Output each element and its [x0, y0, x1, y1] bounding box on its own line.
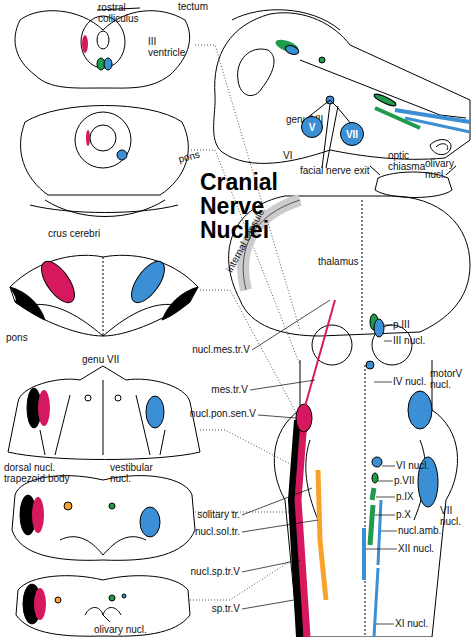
anatomy-label: nucl.mes.tr.V	[160, 344, 250, 355]
anatomy-label: p.VII	[394, 475, 434, 486]
anatomy-label: optic chiasma	[388, 150, 436, 172]
anatomy-label: thalamus	[318, 256, 378, 267]
nucleus-label: V	[301, 122, 323, 133]
anatomy-label: dorsal nucl. trapezoid body	[4, 462, 84, 484]
anatomy-label: olivary nucl.	[94, 624, 174, 635]
anatomy-label: nucl.pon.sen.V	[166, 408, 256, 419]
anatomy-label: pons	[177, 146, 209, 164]
anatomy-label: crus cerebri	[48, 228, 128, 239]
anatomy-label: III nucl.	[393, 335, 443, 346]
anatomy-label: III ventricle	[148, 36, 190, 58]
nucleus-fill	[302, 117, 323, 138]
anatomy-label: p.III	[393, 319, 433, 330]
anatomy-label: facial nerve exit	[300, 165, 390, 176]
anatomy-label: VII nucl.	[440, 505, 474, 527]
anatomy-label: mes.tr.V	[178, 384, 248, 395]
anatomy-label: pons	[6, 332, 36, 343]
nucleus-circle: VII	[340, 122, 364, 146]
anatomy-label: olivary nucl.	[425, 158, 470, 180]
anatomy-label: VI nucl.	[396, 460, 446, 471]
anatomy-label: p.IX	[396, 491, 436, 502]
nucleus-fill	[341, 123, 364, 146]
nucleus-label: VII	[340, 129, 364, 140]
anatomy-label: p.X	[396, 509, 436, 520]
anatomy-label: XII nucl.	[398, 543, 458, 554]
anatomy-label: VI	[283, 150, 303, 161]
anatomy-label: nucl.amb.	[398, 525, 458, 536]
anatomy-label: solitary tr.	[160, 509, 240, 520]
anatomy-label: genu VII	[82, 354, 132, 365]
anatomy-label: nucl.sp.tr.V	[160, 566, 240, 577]
anatomy-label: tectum	[178, 1, 218, 12]
anatomy-label: vestibular nucl.	[110, 462, 170, 484]
anatomy-label: rostral colliculus	[98, 2, 158, 24]
anatomy-label: nucl.sol.tr.	[160, 526, 240, 537]
nucleus-circle: V	[301, 116, 323, 138]
anatomy-label: motorV nucl.	[430, 368, 474, 390]
anatomy-label: sp.tr.V	[160, 603, 240, 614]
anatomy-label: XI nucl.	[395, 618, 445, 629]
